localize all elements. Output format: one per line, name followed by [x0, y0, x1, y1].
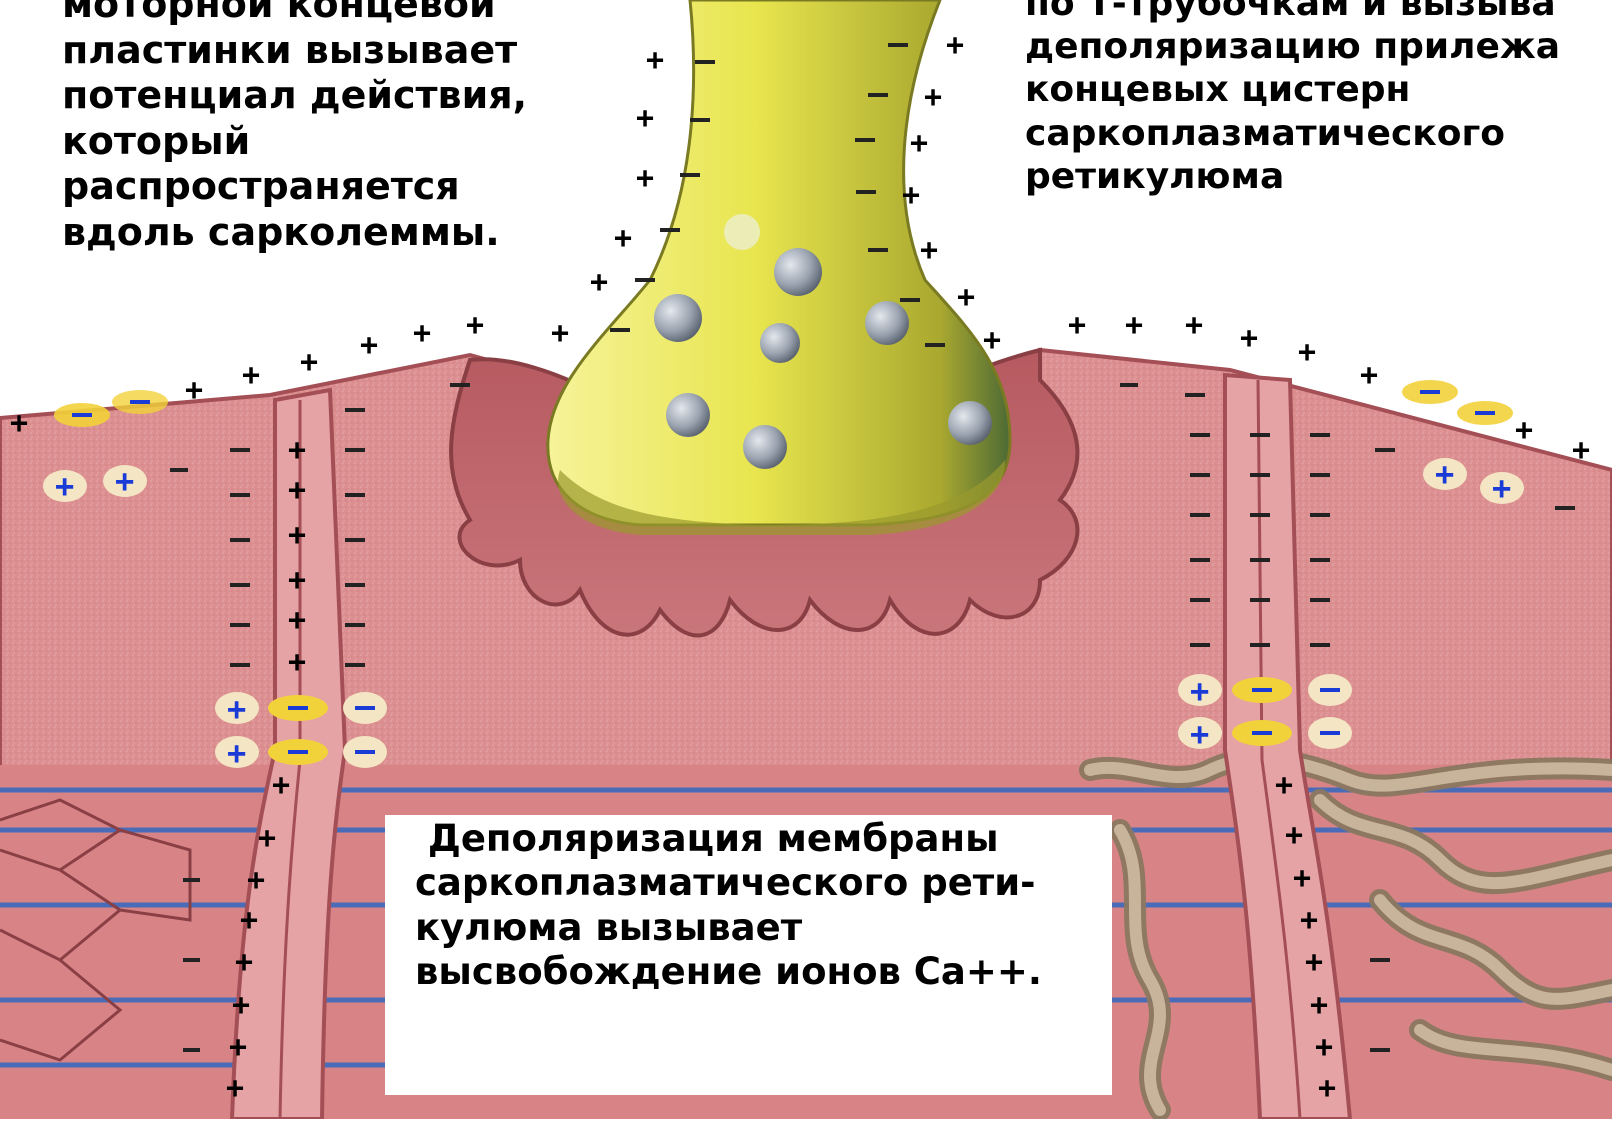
plus-sign: +: [247, 863, 265, 898]
plus-sign: +: [300, 345, 318, 380]
plus-sign: +: [1293, 861, 1311, 896]
plus-sign: +: [185, 373, 203, 408]
plus-sign: +: [272, 768, 290, 803]
vesicle: [743, 425, 787, 469]
caption-text: Деполяризация мембраны саркоплазматическ…: [415, 817, 1042, 995]
plus-sign: +: [288, 645, 306, 680]
plus-sign: +: [227, 734, 246, 772]
plus-sign: +: [1240, 321, 1258, 356]
plus-sign: +: [288, 473, 306, 508]
plus-sign: +: [924, 80, 942, 115]
plus-sign: +: [614, 221, 632, 256]
plus-sign: +: [235, 945, 253, 980]
plus-sign: +: [1318, 1071, 1336, 1106]
plus-sign: +: [1305, 945, 1323, 980]
plus-sign: +: [1068, 308, 1086, 343]
plus-sign: +: [288, 518, 306, 553]
plus-sign: +: [957, 280, 975, 315]
plus-sign: +: [646, 43, 664, 78]
plus-sign: +: [232, 988, 250, 1023]
plus-sign: +: [55, 467, 74, 505]
plus-sign: +: [1190, 715, 1209, 753]
plus-sign: +: [551, 316, 569, 351]
vesicle: [724, 214, 760, 250]
plus-sign: +: [360, 328, 378, 363]
plus-sign: +: [1572, 433, 1590, 468]
plus-sign: +: [1310, 988, 1328, 1023]
plus-sign: +: [1125, 308, 1143, 343]
plus-sign: +: [1515, 413, 1533, 448]
plus-sign: +: [1285, 818, 1303, 853]
text-left-description: моторной концевой пластинки вызывает пот…: [62, 0, 527, 256]
plus-sign: +: [242, 358, 260, 393]
plus-sign: +: [1492, 469, 1511, 507]
plus-sign: +: [1190, 672, 1209, 710]
plus-sign: +: [229, 1030, 247, 1065]
vesicle: [948, 401, 992, 445]
vesicle: [865, 301, 909, 345]
plus-sign: +: [910, 126, 928, 161]
plus-sign: +: [636, 101, 654, 136]
plus-sign: +: [10, 406, 28, 441]
plus-sign: +: [1435, 455, 1454, 493]
plus-sign: +: [466, 308, 484, 343]
plus-sign: +: [1360, 358, 1378, 393]
plus-sign: +: [1298, 335, 1316, 370]
plus-sign: +: [1300, 903, 1318, 938]
plus-sign: +: [902, 178, 920, 213]
plus-sign: +: [288, 433, 306, 468]
plus-sign: +: [920, 233, 938, 268]
plus-sign: +: [1315, 1030, 1333, 1065]
plus-sign: +: [636, 161, 654, 196]
plus-sign: +: [1185, 308, 1203, 343]
plus-sign: +: [946, 28, 964, 63]
vesicle: [760, 323, 800, 363]
vesicle: [666, 393, 710, 437]
plus-sign: +: [258, 821, 276, 856]
plus-sign: +: [115, 462, 134, 500]
plus-sign: +: [240, 903, 258, 938]
plus-sign: +: [1275, 768, 1293, 803]
vesicle: [654, 294, 702, 342]
plus-sign: +: [983, 323, 1001, 358]
plus-sign: +: [226, 1071, 244, 1106]
plus-sign: +: [288, 603, 306, 638]
plus-sign: +: [288, 563, 306, 598]
vesicle: [774, 248, 822, 296]
plus-sign: +: [413, 316, 431, 351]
plus-sign: +: [590, 265, 608, 300]
text-right-description: по Т-трубочкам и вызыва деполяризацию пр…: [1025, 0, 1560, 198]
plus-sign: +: [227, 690, 246, 728]
